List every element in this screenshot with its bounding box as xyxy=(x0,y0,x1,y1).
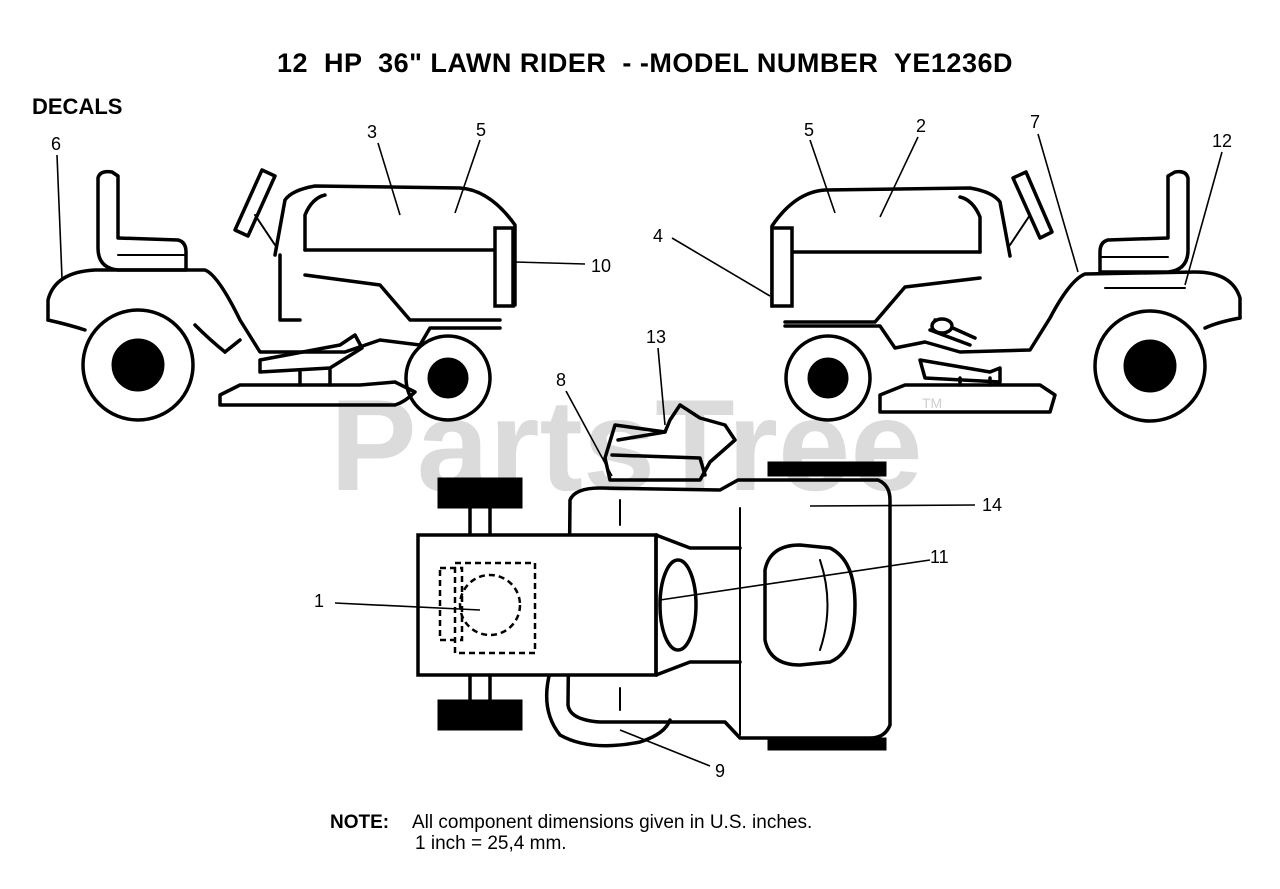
section-label: DECALS xyxy=(32,94,123,119)
left-side-view xyxy=(46,168,517,422)
dimensions-note: NOTE: All component dimensions given in U… xyxy=(330,812,812,854)
callout-11: 11 xyxy=(930,547,949,567)
note-line-1: All component dimensions given in U.S. i… xyxy=(412,812,813,833)
callout-1: 1 xyxy=(314,591,324,611)
top-view xyxy=(416,403,892,751)
leader-lines xyxy=(56,133,1223,767)
diagram-title: 12 HP 36" LAWN RIDER - -MODEL NUMBER YE1… xyxy=(277,48,1013,78)
note-line-2: 1 inch = 25,4 mm. xyxy=(415,833,567,854)
callout-10: 10 xyxy=(591,256,611,276)
callout-9: 9 xyxy=(715,761,725,781)
callout-14: 14 xyxy=(982,495,1002,515)
callout-5-right: 5 xyxy=(804,120,814,140)
right-side-view xyxy=(770,169,1242,423)
callout-4: 4 xyxy=(653,226,663,246)
callout-6: 6 xyxy=(51,134,61,154)
note-label: NOTE: xyxy=(330,812,390,833)
callout-12: 12 xyxy=(1212,131,1232,151)
callout-8: 8 xyxy=(556,370,566,390)
callout-3: 3 xyxy=(367,122,377,142)
callout-5-left: 5 xyxy=(476,120,486,140)
watermark-tm: TM xyxy=(922,395,942,411)
callout-13: 13 xyxy=(646,327,666,347)
callout-2: 2 xyxy=(916,116,926,136)
callout-7: 7 xyxy=(1030,112,1040,132)
